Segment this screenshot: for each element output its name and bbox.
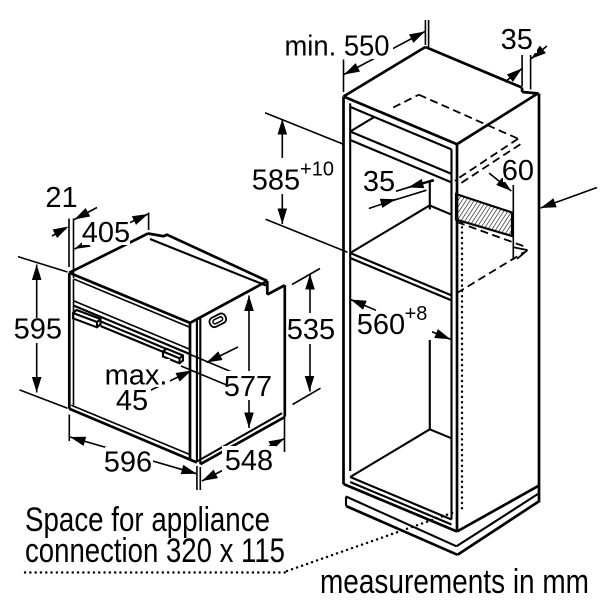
svg-text:35: 35 [363, 166, 395, 198]
svg-text:connection 320 x 115: connection 320 x 115 [25, 532, 285, 570]
svg-text:45: 45 [116, 385, 148, 417]
svg-text:596: 596 [104, 447, 152, 479]
svg-text:595: 595 [14, 314, 62, 346]
svg-text:max.: max. [105, 360, 168, 392]
svg-text:Space for appliance: Space for appliance [25, 501, 270, 539]
svg-text:535: 535 [287, 314, 335, 346]
svg-text:+8: +8 [405, 303, 428, 325]
svg-text:585: 585 [252, 165, 300, 197]
svg-text:21: 21 [45, 182, 77, 214]
svg-text:min. 550: min. 550 [285, 31, 390, 63]
svg-text:60: 60 [502, 155, 534, 187]
svg-text:577: 577 [224, 371, 272, 403]
svg-text:+10: +10 [300, 159, 334, 181]
svg-text:560: 560 [357, 309, 405, 341]
svg-text:548: 548 [225, 445, 273, 477]
svg-text:measurements in mm: measurements in mm [320, 563, 589, 600]
svg-text:405: 405 [82, 217, 130, 249]
svg-text:35: 35 [501, 24, 533, 56]
